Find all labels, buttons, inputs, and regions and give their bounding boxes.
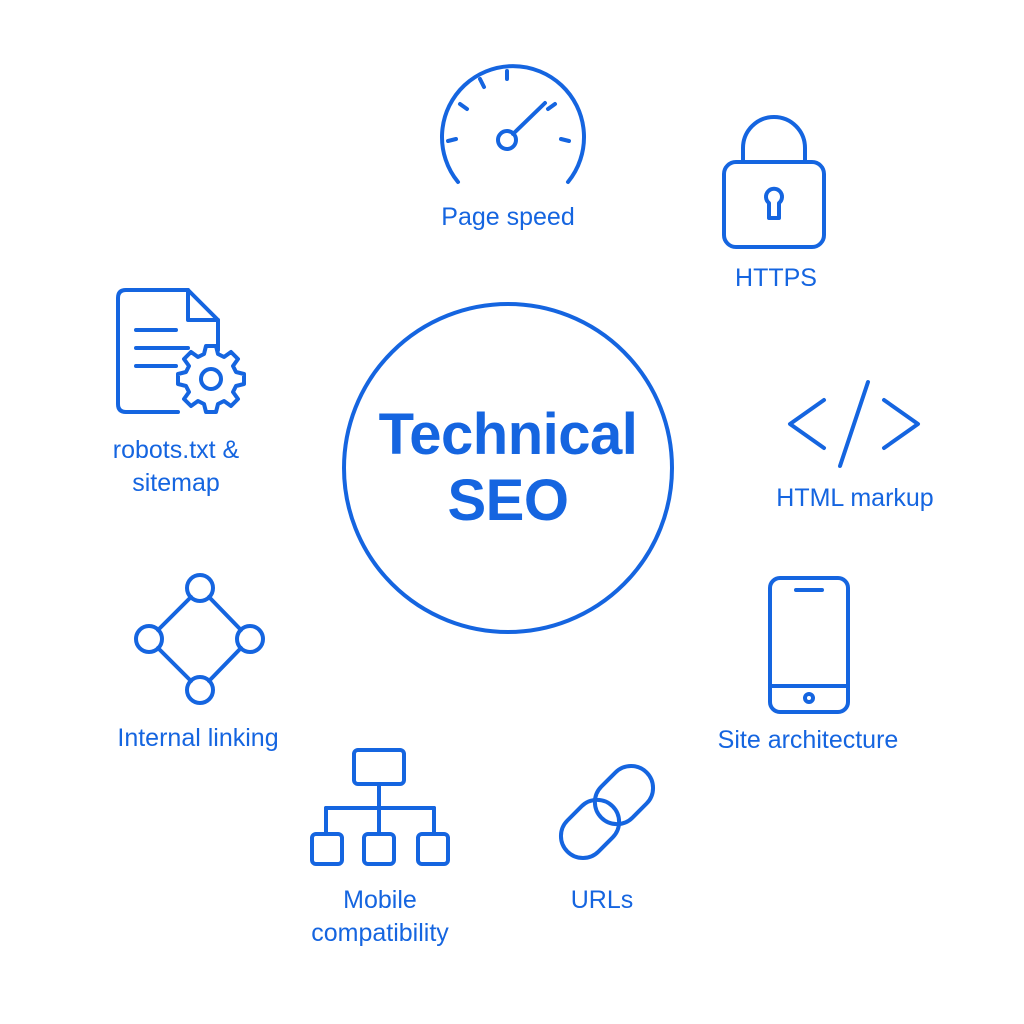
link-chain-icon [558, 763, 656, 861]
center-title: Technical SEO [378, 402, 638, 533]
node-label-https: HTTPS [735, 264, 817, 292]
padlock-icon [722, 115, 826, 249]
node-label-urls: URLs [570, 886, 634, 914]
node-label-robots-sitemap: robots.txt & sitemap [112, 436, 240, 497]
node-label-html-markup: HTML markup [776, 484, 934, 512]
code-brackets-icon [788, 380, 920, 468]
document-gear-icon [116, 288, 246, 414]
node-label-site-architecture: Site architecture [717, 726, 899, 754]
node-label-mobile-compatibility: Mobile compatibility [311, 886, 449, 947]
speedometer-icon [440, 64, 586, 184]
hierarchy-tree-icon [310, 748, 450, 866]
node-label-internal-linking: Internal linking [117, 724, 279, 752]
node-network-icon [134, 573, 265, 705]
node-label-page-speed: Page speed [441, 203, 575, 231]
center-circle: Technical SEO [342, 302, 674, 634]
smartphone-icon [768, 576, 850, 714]
